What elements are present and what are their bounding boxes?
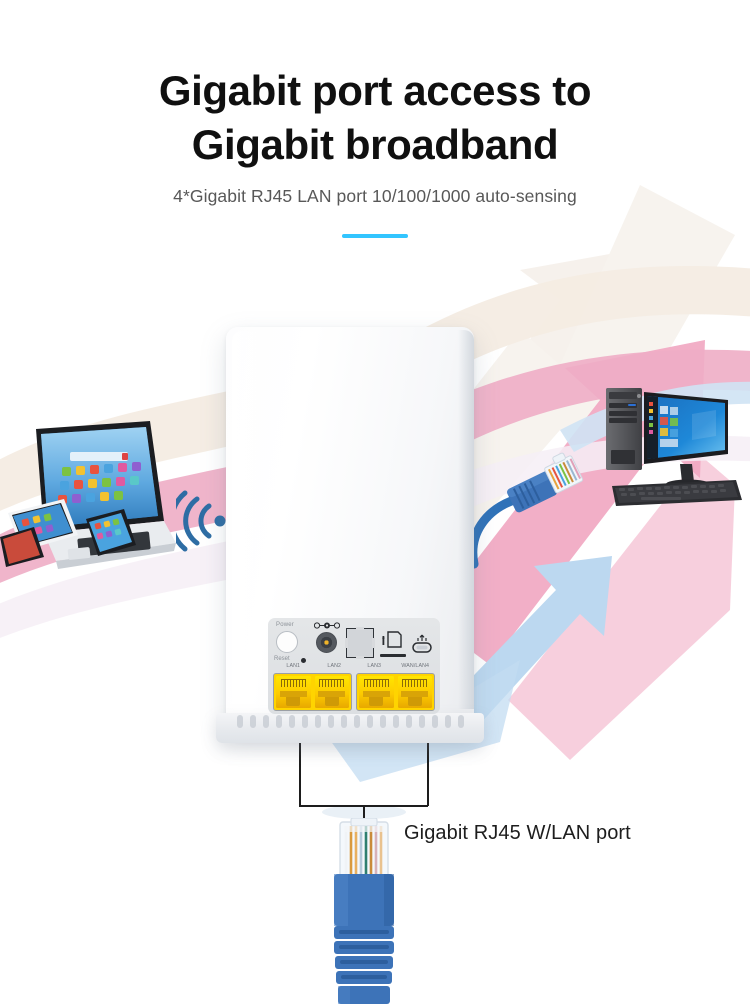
port-pins <box>280 678 306 688</box>
port-tab <box>279 691 307 707</box>
smartphone-secondary <box>0 527 44 567</box>
connector-clip <box>350 817 378 827</box>
vent-slot <box>236 715 243 728</box>
leader-bracket <box>299 742 429 822</box>
vent-slot <box>301 715 308 728</box>
desktop-pc-group <box>596 378 750 508</box>
vent-slot <box>288 715 295 728</box>
vent-slot <box>275 715 282 728</box>
lan-ports-group <box>273 673 435 711</box>
accent-divider <box>342 233 408 238</box>
left-devices-illustration <box>0 421 176 569</box>
header-block: Gigabit port access to Gigabit broadband… <box>0 64 750 238</box>
smartphone <box>86 509 136 556</box>
connector-boot-upper <box>334 874 394 926</box>
callout-caption: Gigabit RJ45 W/LAN port <box>404 822 631 844</box>
vent-slot <box>457 715 464 728</box>
title-line-1: Gigabit port access to <box>158 67 592 114</box>
cable-connector <box>507 452 584 513</box>
router-base <box>216 713 484 743</box>
vent-slot <box>379 715 386 728</box>
vent-slot <box>405 715 412 728</box>
vent-slot <box>366 715 373 728</box>
usb-port-icon <box>412 634 432 653</box>
laptop-tablet-phone-group <box>0 415 186 575</box>
port-tab <box>401 691 429 707</box>
pc-tower <box>606 388 642 470</box>
lan-port-labels: LAN1 LAN2 LAN3 WAN/LAN4 <box>273 663 435 673</box>
lan-port-pair-2 <box>356 673 435 711</box>
port-pins <box>319 678 345 688</box>
connector-ribs <box>334 926 394 1004</box>
lan-port-label: LAN3 <box>367 663 382 669</box>
vent-slot <box>431 715 438 728</box>
router-edge-shade <box>458 330 474 709</box>
power-button[interactable] <box>276 631 298 653</box>
desktop-illustration <box>606 388 742 506</box>
port-tab <box>362 691 390 707</box>
router-vents <box>222 714 478 729</box>
card-slot-side <box>344 638 349 648</box>
dc-polarity-icon <box>314 622 340 629</box>
vent-slot <box>262 715 269 728</box>
lan-port-3[interactable] <box>359 676 394 708</box>
lan-port-label: LAN1 <box>286 663 301 669</box>
start-menu-tiles <box>660 406 678 447</box>
card-slot-icon <box>344 626 376 660</box>
vent-slot <box>249 715 256 728</box>
vent-slot <box>327 715 334 728</box>
vent-slot <box>418 715 425 728</box>
rj45-connector <box>318 817 410 1008</box>
power-label: Power <box>276 622 295 628</box>
lan-port-label: WAN/LAN4 <box>400 663 429 669</box>
card-slot-side <box>371 638 376 648</box>
vent-slot <box>340 715 347 728</box>
vent-slot <box>353 715 360 728</box>
lan-port-label: LAN2 <box>326 663 341 669</box>
port-panel: Power Reset <box>268 618 440 714</box>
wifi-arc-2 <box>183 496 200 546</box>
lan-port-2[interactable] <box>314 676 349 708</box>
vent-slot <box>444 715 451 728</box>
reset-button[interactable] <box>301 658 306 663</box>
lan-port-1[interactable] <box>276 676 311 708</box>
pink-arrow-tail <box>508 455 735 760</box>
wifi-arc-1 <box>198 503 212 539</box>
sim-card-icon <box>382 631 402 648</box>
connector-wires <box>344 826 383 876</box>
router-device: Power Reset <box>216 327 484 743</box>
monitor <box>644 392 728 489</box>
vent-slot <box>314 715 321 728</box>
page-title: Gigabit port access to Gigabit broadband <box>0 64 750 172</box>
page-subtitle: 4*Gigabit RJ45 LAN port 10/100/1000 auto… <box>173 185 577 206</box>
panel-top-row: Power Reset <box>268 618 440 672</box>
keyboard <box>612 480 742 506</box>
vent-slot <box>392 715 399 728</box>
port-pins <box>402 678 428 688</box>
rj45-connector-svg <box>334 817 394 1004</box>
port-tab <box>318 691 346 707</box>
dc-power-jack[interactable] <box>316 632 337 653</box>
lan-port-pair-1 <box>273 673 352 711</box>
wifi-dot <box>214 515 226 527</box>
reset-label: Reset <box>274 656 290 662</box>
port-pins <box>363 678 389 688</box>
wan-lan-port-4[interactable] <box>397 676 432 708</box>
title-line-2: Gigabit broadband <box>191 120 559 168</box>
sim-slot-bar <box>380 654 406 658</box>
